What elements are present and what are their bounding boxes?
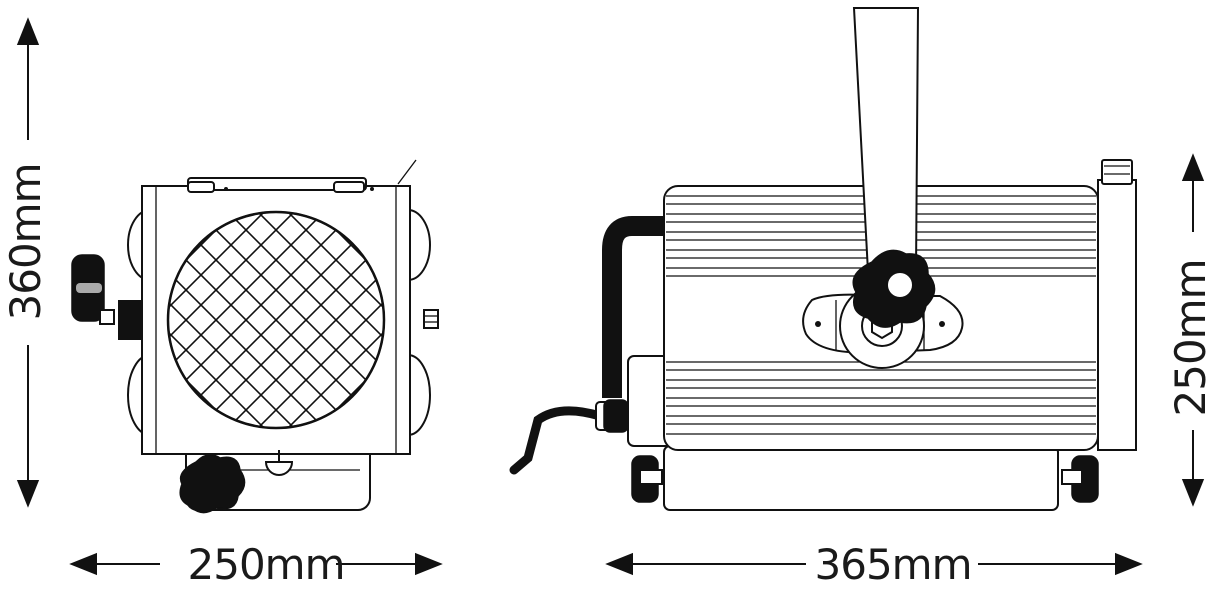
side-view <box>509 7 1137 511</box>
front-height-label: 360mm <box>1 164 50 321</box>
front-bottom-hook <box>264 461 294 476</box>
side-height-label: 250mm <box>1166 260 1215 417</box>
front-lens-housing <box>1097 179 1137 451</box>
side-base <box>663 445 1059 511</box>
side-length-label: 365mm <box>815 540 972 589</box>
front-right-bolt <box>423 309 439 329</box>
front-view <box>71 12 439 514</box>
rear-handle <box>602 216 666 398</box>
front-bottom-knob <box>179 454 246 514</box>
front-width-label: 250mm <box>188 540 345 589</box>
power-cable <box>509 406 605 475</box>
dimension-lines: 360mm 250mm 365mm 250mm <box>1 17 1215 589</box>
